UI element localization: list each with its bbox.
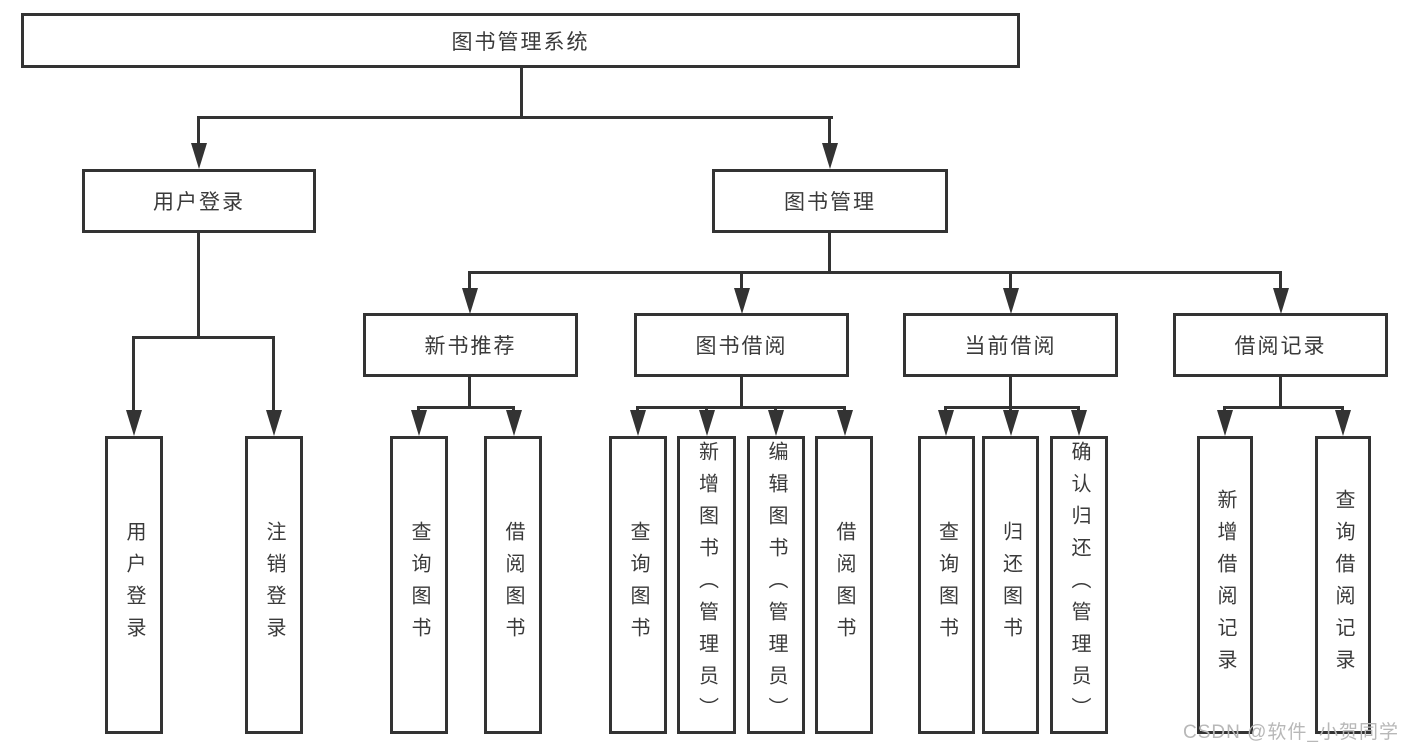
connector-line bbox=[740, 377, 743, 409]
leaf-recommend-borrow-books-label: 借阅图书 bbox=[502, 521, 524, 649]
arrowhead-down-icon bbox=[266, 410, 282, 436]
arrowhead-down-icon bbox=[1003, 288, 1019, 314]
leaf-add-book-admin-label: 新增图书（管理员） bbox=[695, 441, 718, 729]
leaf-user-login-label: 用户登录 bbox=[123, 521, 145, 649]
connector-line bbox=[740, 271, 743, 289]
arrowhead-down-icon bbox=[630, 410, 646, 436]
connector-line bbox=[197, 232, 200, 338]
leaf-borrow-book: 借阅图书 bbox=[815, 436, 873, 734]
leaf-recommend-query-books-label: 查询图书 bbox=[408, 521, 430, 649]
connector-line bbox=[468, 271, 1282, 274]
connector-line bbox=[1009, 377, 1012, 409]
leaf-confirm-return-admin: 确认归还（管理员） bbox=[1050, 436, 1108, 734]
arrowhead-down-icon bbox=[126, 410, 142, 436]
arrowhead-down-icon bbox=[1003, 410, 1019, 436]
leaf-edit-book-admin: 编辑图书（管理员） bbox=[747, 436, 805, 734]
arrowhead-down-icon bbox=[506, 410, 522, 436]
connector-line bbox=[197, 116, 200, 146]
csdn-watermark: CSDN @软件_小贺同学 bbox=[1183, 722, 1399, 743]
node-book-borrow: 图书借阅 bbox=[634, 313, 849, 377]
leaf-recommend-query-books: 查询图书 bbox=[390, 436, 448, 734]
leaf-logout: 注销登录 bbox=[245, 436, 303, 734]
connector-line bbox=[468, 377, 471, 409]
node-current-borrow: 当前借阅 bbox=[903, 313, 1118, 377]
arrowhead-down-icon bbox=[938, 410, 954, 436]
connector-line bbox=[944, 406, 1080, 409]
arrowhead-down-icon bbox=[734, 288, 750, 314]
arrowhead-down-icon bbox=[1335, 410, 1351, 436]
connector-line bbox=[417, 406, 515, 409]
connector-line bbox=[828, 232, 831, 274]
connector-line bbox=[828, 116, 831, 146]
connector-line bbox=[272, 336, 275, 412]
leaf-query-borrow-record-label: 查询借阅记录 bbox=[1332, 489, 1354, 681]
arrowhead-down-icon bbox=[768, 410, 784, 436]
leaf-user-login: 用户登录 bbox=[105, 436, 163, 734]
leaf-current-query-books: 查询图书 bbox=[918, 436, 975, 734]
node-borrow-records: 借阅记录 bbox=[1173, 313, 1388, 377]
arrowhead-down-icon bbox=[837, 410, 853, 436]
node-book-management: 图书管理 bbox=[712, 169, 948, 233]
leaf-borrow-query-books: 查询图书 bbox=[609, 436, 667, 734]
leaf-add-borrow-record: 新增借阅记录 bbox=[1197, 436, 1253, 734]
arrowhead-down-icon bbox=[411, 410, 427, 436]
connector-line bbox=[1279, 271, 1282, 289]
leaf-borrow-query-books-label: 查询图书 bbox=[627, 521, 649, 649]
connector-line bbox=[468, 271, 471, 289]
connector-line bbox=[197, 116, 833, 119]
node-library-system: 图书管理系统 bbox=[21, 13, 1020, 68]
node-new-book-recommend: 新书推荐 bbox=[363, 313, 578, 377]
leaf-return-books-label: 归还图书 bbox=[999, 521, 1022, 649]
arrowhead-down-icon bbox=[1071, 410, 1087, 436]
arrowhead-down-icon bbox=[191, 143, 207, 169]
leaf-return-books: 归还图书 bbox=[982, 436, 1039, 734]
connector-line bbox=[1279, 377, 1282, 409]
leaf-query-borrow-record: 查询借阅记录 bbox=[1315, 436, 1371, 734]
connector-line bbox=[1009, 271, 1012, 289]
connector-line bbox=[1223, 406, 1344, 409]
connector-line bbox=[132, 336, 135, 412]
arrowhead-down-icon bbox=[699, 410, 715, 436]
leaf-add-book-admin: 新增图书（管理员） bbox=[677, 436, 736, 734]
leaf-add-borrow-record-label: 新增借阅记录 bbox=[1214, 489, 1236, 681]
leaf-current-query-books-label: 查询图书 bbox=[935, 521, 958, 649]
leaf-confirm-return-admin-label: 确认归还（管理员） bbox=[1068, 441, 1090, 729]
leaf-recommend-borrow-books: 借阅图书 bbox=[484, 436, 542, 734]
connector-line bbox=[132, 336, 275, 339]
node-user-login: 用户登录 bbox=[82, 169, 316, 233]
arrowhead-down-icon bbox=[822, 143, 838, 169]
connector-line bbox=[636, 406, 846, 409]
connector-line bbox=[520, 67, 523, 119]
leaf-edit-book-admin-label: 编辑图书（管理员） bbox=[765, 441, 787, 729]
arrowhead-down-icon bbox=[1273, 288, 1289, 314]
arrowhead-down-icon bbox=[1217, 410, 1233, 436]
arrowhead-down-icon bbox=[462, 288, 478, 314]
leaf-borrow-book-label: 借阅图书 bbox=[833, 521, 855, 649]
leaf-logout-label: 注销登录 bbox=[263, 521, 285, 649]
